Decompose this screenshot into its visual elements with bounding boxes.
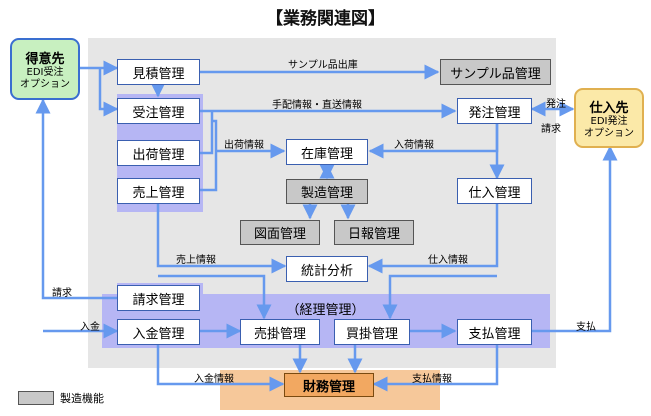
supplier-title: 仕入先 bbox=[589, 100, 629, 116]
urikake-box: 売掛管理 bbox=[240, 319, 320, 345]
zaimu-box: 財務管理 bbox=[284, 373, 374, 397]
sample-box: サンプル品管理 bbox=[440, 59, 551, 85]
customer-node: 得意先 EDI受注 オプション bbox=[10, 38, 80, 100]
label-sample-out: サンプル品出庫 bbox=[288, 60, 358, 71]
juchu-box: 受注管理 bbox=[117, 98, 200, 124]
label-nyuka-info: 入荷情報 bbox=[394, 140, 434, 151]
shiire-box: 仕入管理 bbox=[457, 178, 532, 204]
label-seikyu-side: 請求 bbox=[541, 124, 561, 135]
label-shiharai-info: 支払情報 bbox=[412, 374, 452, 385]
accounting-group-label: （経理管理） bbox=[286, 303, 365, 318]
label-nyukin-left: 入金 bbox=[80, 322, 100, 333]
nippo-box: 日報管理 bbox=[334, 220, 414, 245]
nyukin-box: 入金管理 bbox=[117, 319, 200, 345]
zumen-box: 図面管理 bbox=[240, 220, 320, 245]
seizo-box: 製造管理 bbox=[286, 179, 368, 204]
label-nyukin-info: 入金情報 bbox=[194, 374, 234, 385]
diagram-title: 【業務関連図】 bbox=[266, 9, 385, 29]
legend-swatch bbox=[18, 391, 54, 405]
shiharai-box: 支払管理 bbox=[457, 319, 532, 345]
label-shiire-info: 仕入情報 bbox=[428, 255, 468, 266]
mitsumori-box: 見積管理 bbox=[117, 59, 200, 85]
label-shukka-info: 出荷情報 bbox=[224, 140, 264, 151]
label-hatchu-side: 発注 bbox=[546, 99, 566, 110]
customer-sub2: オプション bbox=[20, 78, 70, 90]
label-seikyu-left: 請求 bbox=[52, 288, 72, 299]
supplier-sub1: EDI発注 bbox=[590, 115, 628, 127]
shukka-box: 出荷管理 bbox=[117, 140, 200, 166]
legend-label: 製造機能 bbox=[60, 392, 104, 405]
tokei-box: 統計分析 bbox=[286, 256, 368, 282]
kaikake-box: 買掛管理 bbox=[334, 319, 410, 345]
uriage-box: 売上管理 bbox=[117, 178, 200, 204]
supplier-sub2: オプション bbox=[584, 127, 634, 139]
customer-title: 得意先 bbox=[25, 51, 65, 67]
hatchu-box: 発注管理 bbox=[457, 98, 532, 124]
label-uriage-info: 売上情報 bbox=[176, 255, 216, 266]
zaiko-box: 在庫管理 bbox=[286, 139, 368, 165]
label-shiharai-right: 支払 bbox=[576, 322, 596, 333]
label-tehai: 手配情報・直送情報 bbox=[272, 100, 362, 111]
supplier-node: 仕入先 EDI発注 オプション bbox=[574, 88, 644, 148]
customer-sub1: EDI受注 bbox=[26, 66, 64, 78]
seikyu-box: 請求管理 bbox=[117, 285, 200, 311]
